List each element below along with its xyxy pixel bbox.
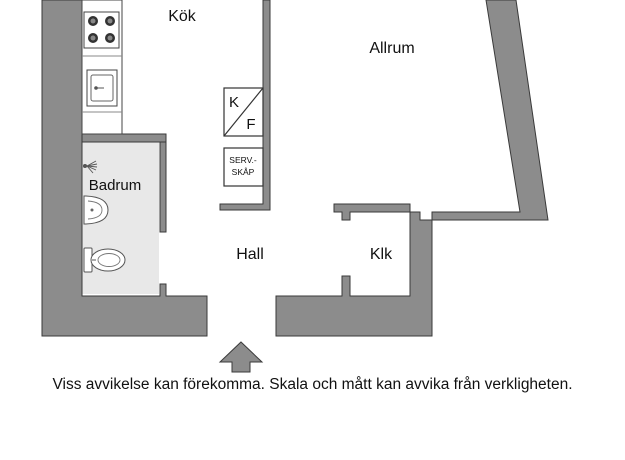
cabinet-label-k: K: [229, 94, 239, 111]
service-cabinet-label-line1: SERV.-: [229, 155, 257, 165]
outer-wall-bottom-right: [275, 211, 433, 337]
service-cabinet: [223, 147, 264, 187]
room-label-bathroom: Badrum: [89, 177, 142, 194]
toilet-icon: [83, 247, 126, 273]
kitchen-sink-icon: [86, 69, 118, 107]
disclaimer-text: Viss avvikelse kan förekomma. Skala och …: [52, 376, 573, 393]
partition-wall: [219, 0, 271, 211]
bathroom-top-wall: [81, 133, 167, 143]
room-label-hall: Hall: [236, 246, 264, 263]
cabinet-label-f: F: [246, 116, 255, 133]
shower-icon: [82, 160, 98, 174]
room-label-living-room: Allrum: [369, 40, 414, 57]
room-label-closet: Klk: [370, 246, 393, 263]
washbasin-icon: [83, 195, 109, 225]
bathroom-right-wall: [159, 141, 167, 233]
kf-cabinet: [223, 87, 264, 137]
service-cabinet-label-line2: SKÅP: [232, 167, 255, 177]
entrance-arrow-icon: [218, 341, 264, 373]
outer-wall-right: [431, 0, 549, 221]
stove-icon: [83, 11, 120, 49]
closet-top-wall: [333, 203, 411, 221]
room-label-kitchen: Kök: [168, 8, 197, 25]
walls: [41, 0, 549, 337]
outer-wall-left: [41, 0, 208, 337]
